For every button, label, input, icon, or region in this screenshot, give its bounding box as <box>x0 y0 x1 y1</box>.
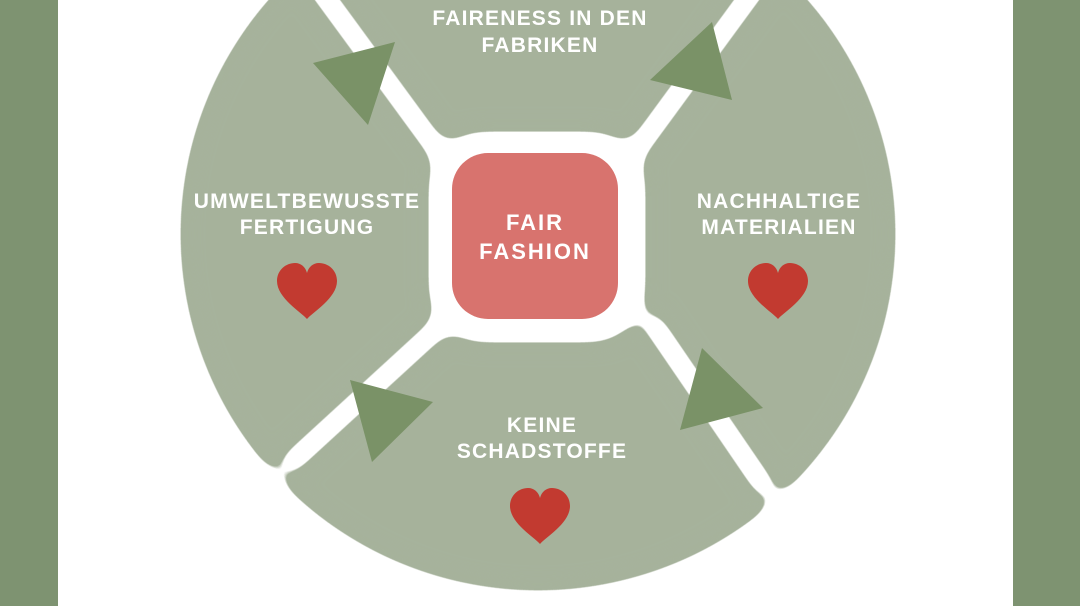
arrow-icon-top-left <box>313 42 395 125</box>
segment-label-right-line1: NACHHALTIGE <box>696 190 862 213</box>
heart-icon-left <box>277 263 337 319</box>
left-side-bar <box>0 0 58 606</box>
center-box-label-line2: FASHION <box>479 239 591 264</box>
center-box-label: FAIR FASHION <box>452 208 618 266</box>
segment-label-right-line2: MATERIALIEN <box>701 216 857 239</box>
segment-label-right: NACHHALTIGE MATERIALIEN <box>604 189 954 241</box>
segment-label-bottom-line1: KEINE <box>506 414 578 437</box>
arrow-icon-bottom-right <box>680 348 763 430</box>
right-side-bar <box>1013 0 1080 606</box>
center-box <box>452 153 618 319</box>
segment-label-top: FAIRENESS IN DEN FABRIKEN <box>290 5 790 59</box>
heart-icon-right <box>748 263 808 319</box>
arrow-icon-top-right <box>650 22 732 100</box>
segment-label-top-line1: FAIRENESS IN DEN <box>432 7 648 30</box>
center-box-label-line1: FAIR <box>505 210 565 235</box>
heart-icon-bottom <box>510 488 570 544</box>
arrow-icon-bottom-left <box>350 380 433 462</box>
segment-label-left-line2: FERTIGUNG <box>239 216 375 239</box>
segment-label-top-line2: FABRIKEN <box>481 34 599 57</box>
segment-label-bottom-line2: SCHADSTOFFE <box>456 440 628 463</box>
segment-label-left-line1: UMWELTBEWUSSTE <box>193 190 421 213</box>
segment-label-bottom: KEINE SCHADSTOFFE <box>367 413 717 465</box>
segment-label-left: UMWELTBEWUSSTE FERTIGUNG <box>132 189 482 241</box>
